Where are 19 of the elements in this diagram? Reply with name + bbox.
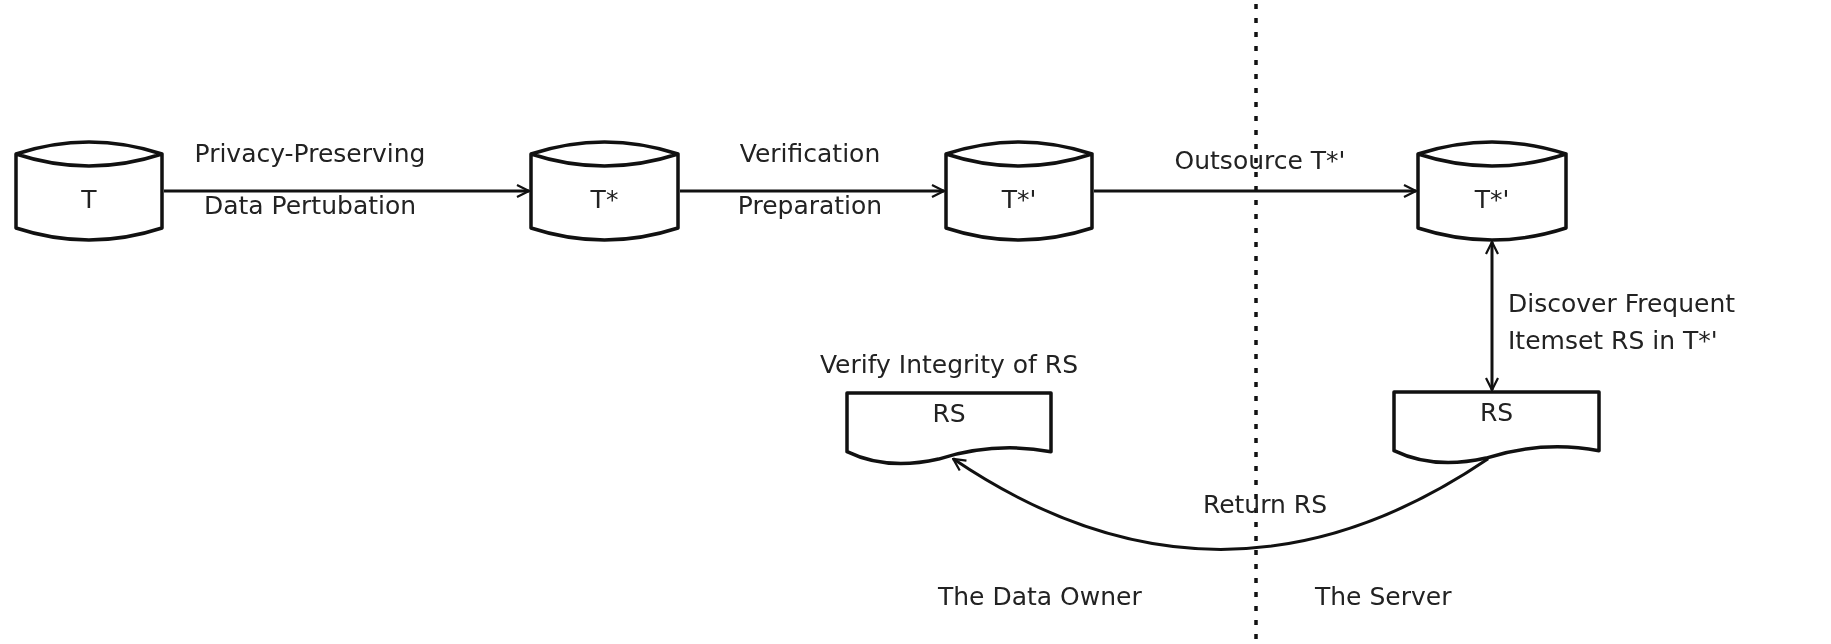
node-label: T*' (1001, 187, 1037, 216)
node-label: T (81, 187, 97, 216)
edge-label: Outsource T*' (1173, 145, 1347, 177)
node-label: T*' (1474, 187, 1510, 216)
arrow (952, 457, 1489, 551)
node-heading: Verify Integrity of RS (819, 352, 1079, 377)
region-label: The Data Owner (938, 582, 1142, 611)
node-label: T* (590, 187, 619, 216)
region-label: The Server (1315, 582, 1452, 611)
edge-label: Return RS (1201, 489, 1329, 521)
edge-label: Privacy-Preserving Data Pertubation (193, 138, 427, 222)
node-label: RS (1479, 397, 1514, 425)
arrow (164, 183, 531, 199)
node-label: RS (932, 398, 966, 426)
arrow (1094, 183, 1418, 199)
arrow (1484, 240, 1500, 392)
edge-label: Verification Preparation (736, 138, 884, 222)
edge-label: Discover Frequent Itemset RS in T*' (1508, 288, 1737, 357)
arrow (680, 183, 946, 199)
